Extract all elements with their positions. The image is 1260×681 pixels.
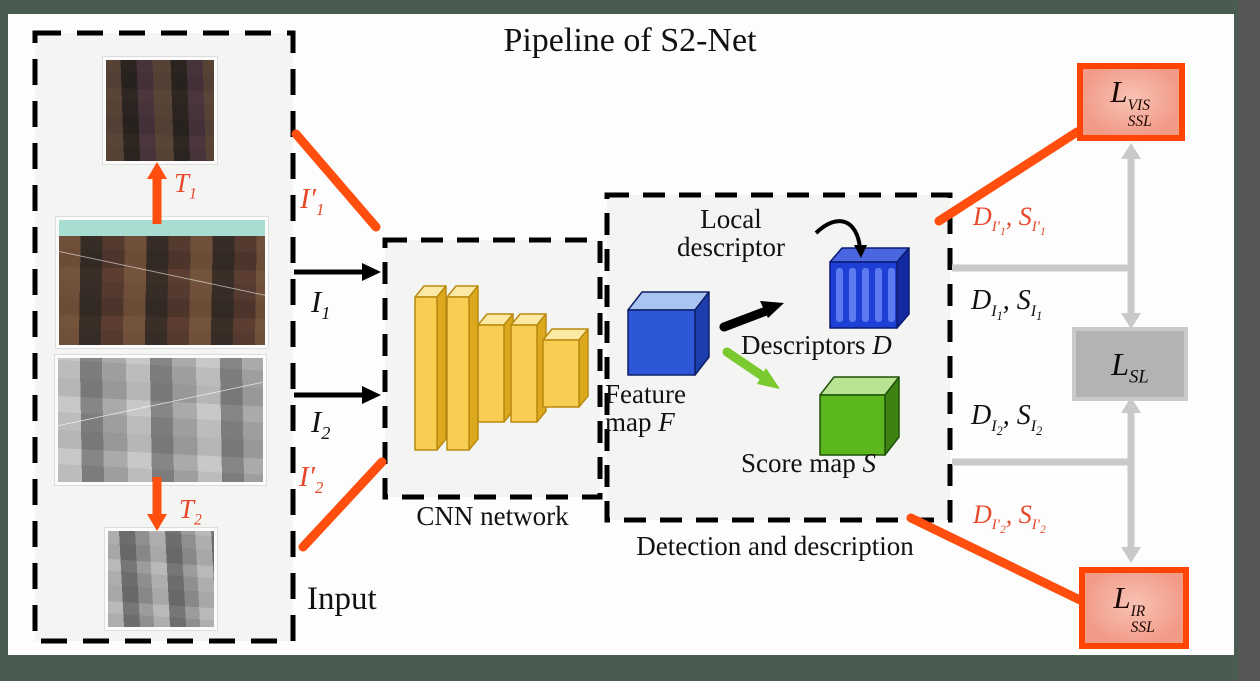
ds1-output-label: DI1, SI1 bbox=[971, 285, 1043, 323]
score-map-label: Score map S bbox=[741, 448, 876, 478]
sl-loss-box: LSL bbox=[1072, 327, 1188, 401]
i2-label: I2 bbox=[311, 404, 331, 444]
t2-label: T2 bbox=[179, 494, 202, 529]
sl-loss-label: LSL bbox=[1111, 345, 1149, 387]
cnn-box-background bbox=[385, 240, 600, 497]
t1-label: T1 bbox=[174, 168, 197, 203]
visible-image bbox=[56, 217, 268, 348]
frame-right-strip bbox=[1238, 0, 1260, 681]
detection-description-label: Detection and description bbox=[636, 531, 914, 561]
descriptors-label: Descriptors D bbox=[741, 330, 892, 360]
cnn-network-label: CNN network bbox=[416, 501, 569, 531]
i2-prime-label: I′2 bbox=[299, 461, 324, 497]
ds2-output-label: DI2, SI2 bbox=[971, 400, 1043, 438]
local-descriptor-label: Local descriptor bbox=[677, 204, 785, 262]
input-section-label: Input bbox=[307, 581, 377, 617]
infrared-image bbox=[55, 355, 266, 485]
diagram-title: Pipeline of S2-Net bbox=[503, 22, 757, 59]
visible-image-warped bbox=[103, 57, 217, 164]
infrared-image-warped bbox=[105, 528, 217, 630]
feature-map-label: Feature map F bbox=[605, 379, 686, 438]
ds2-prime-output-label: DI′2, SI′2 bbox=[973, 500, 1046, 537]
ds1-prime-output-label: DI′1, SI′1 bbox=[973, 202, 1046, 239]
i1-prime-label: I′1 bbox=[300, 183, 325, 219]
i1-label: I1 bbox=[311, 284, 331, 324]
